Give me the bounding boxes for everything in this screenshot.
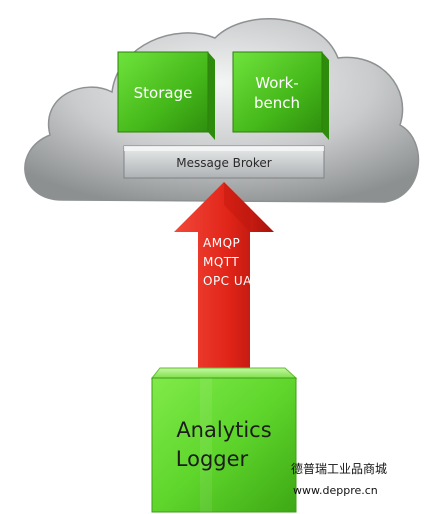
protocol-opc-ua: OPC UA <box>203 274 252 288</box>
workbench-label-line1: Work- <box>255 74 298 92</box>
message-broker-label: Message Broker <box>176 156 272 170</box>
protocol-mqtt: MQTT <box>203 255 239 269</box>
watermark-title: 德普瑞工业品商城 <box>291 462 388 476</box>
logger-label-line2: Logger <box>176 447 249 471</box>
message-broker-bar: Message Broker <box>123 145 325 179</box>
storage-label: Storage <box>134 84 193 102</box>
logger-label-line1: Analytics <box>176 418 271 442</box>
upward-arrow: AMQP MQTT OPC UA <box>174 182 274 372</box>
protocol-amqp: AMQP <box>203 236 240 250</box>
watermark-url: www.deppre.cn <box>293 484 378 497</box>
workbench-box: Work- bench <box>232 51 329 140</box>
workbench-label-line2: bench <box>254 94 300 112</box>
storage-box: Storage <box>117 51 215 140</box>
analytics-logger-box: Analytics Logger <box>150 367 298 513</box>
